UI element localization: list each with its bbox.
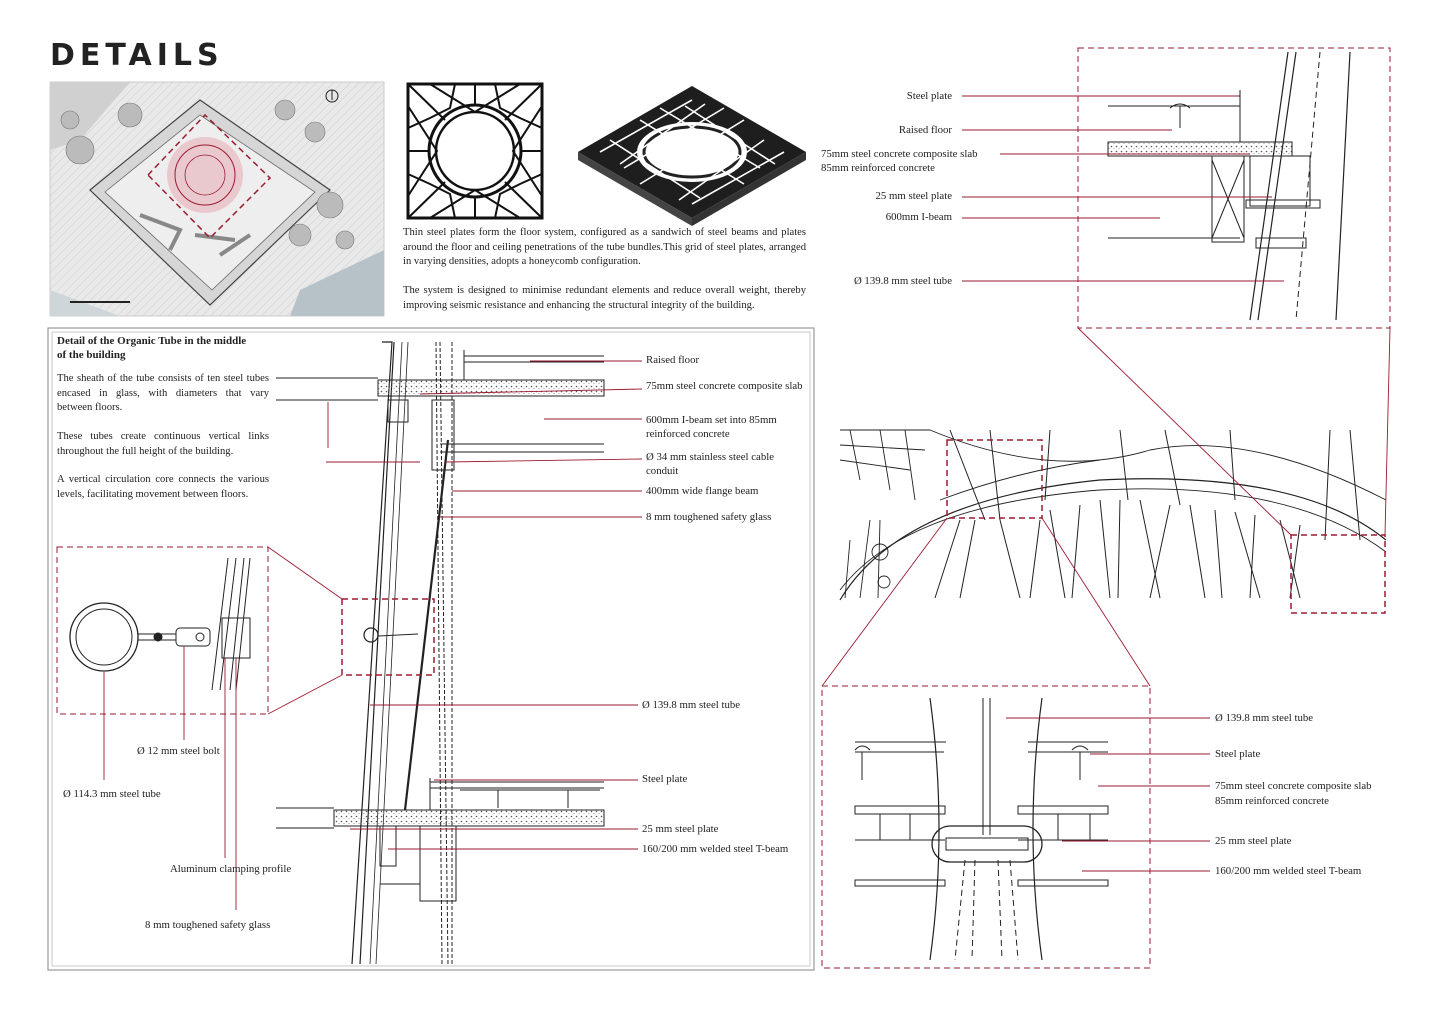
label-flange-beam: 400mm wide flange beam bbox=[646, 485, 759, 497]
tube-detail-paragraph-1: The sheath of the tube consists of ten s… bbox=[57, 373, 269, 414]
br-label-steel-plate: Steel plate bbox=[1215, 748, 1261, 760]
perspective-callout-right bbox=[1290, 534, 1386, 614]
floor-grid-plan bbox=[406, 82, 544, 220]
tube-detail-heading: Detail of the Organic Tube in the middle… bbox=[57, 335, 247, 361]
isometric-floor-grid bbox=[578, 86, 806, 226]
intro-paragraph-2: The system is designed to minimise redun… bbox=[403, 285, 806, 311]
label-raised-floor: Raised floor bbox=[646, 354, 700, 366]
label-steel-plate: Steel plate bbox=[642, 773, 688, 785]
label-clamping-profile: Aluminum clamping profile bbox=[170, 863, 292, 875]
br-label-25mm-plate: 25 mm steel plate bbox=[1215, 835, 1292, 847]
label-114-tube: Ø 114.3 mm steel tube bbox=[63, 788, 161, 800]
tube-detail-paragraph-3: A vertical circulation core connects the… bbox=[57, 474, 269, 500]
tube-detail-paragraph-2: These tubes create continuous vertical l… bbox=[57, 431, 269, 457]
br-label-slab: 75mm steel concrete composite slab bbox=[1215, 780, 1372, 792]
label-composite-slab: 75mm steel concrete composite slab bbox=[646, 380, 803, 392]
tube-section-drawing bbox=[276, 341, 605, 965]
br-label-tbeam: 160/200 mm welded steel T-beam bbox=[1215, 865, 1362, 877]
br-label-steel-tube: Ø 139.8 mm steel tube bbox=[1215, 712, 1314, 724]
tr-label-steel-plate: Steel plate bbox=[906, 90, 952, 102]
top-right-leaders bbox=[962, 95, 1284, 282]
tr-label-rc: 85mm reinforced concrete bbox=[821, 162, 935, 174]
label-ibeam: 600mm I-beam set into 85mm reinforced co… bbox=[646, 414, 777, 440]
bottom-right-detail-drawing bbox=[854, 697, 1109, 961]
intro-paragraph-1: Thin steel plates form the floor system,… bbox=[403, 227, 806, 268]
tr-label-steel-tube: Ø 139.8 mm steel tube bbox=[853, 275, 952, 287]
site-plan bbox=[49, 81, 385, 317]
main-detail-frame bbox=[47, 327, 815, 971]
label-steel-bolt: Ø 12 mm steel bolt bbox=[137, 745, 220, 757]
perspective-drawing bbox=[839, 429, 1387, 601]
tr-label-raised-floor: Raised floor bbox=[898, 124, 952, 136]
perspective-callout-left bbox=[946, 439, 1043, 519]
page-title: DETAILS bbox=[50, 38, 224, 73]
connection-inset-drawing bbox=[69, 557, 251, 691]
tr-label-ibeam: 600mm I-beam bbox=[885, 211, 952, 223]
label-inset-glass: 8 mm toughened safety glass bbox=[145, 919, 271, 931]
label-tbeam: 160/200 mm welded steel T-beam bbox=[642, 843, 789, 855]
label-safety-glass: 8 mm toughened safety glass bbox=[646, 511, 772, 523]
top-right-detail-frame bbox=[1077, 47, 1391, 329]
top-right-detail-drawing bbox=[1107, 51, 1351, 321]
label-cable-conduit: Ø 34 mm stainless steel cable conduit bbox=[646, 451, 775, 477]
br-label-rc: 85mm reinforced concrete bbox=[1215, 795, 1329, 807]
bottom-right-leaders bbox=[1006, 717, 1210, 872]
section-leaders bbox=[103, 360, 643, 910]
tr-label-25mm-plate: 25 mm steel plate bbox=[875, 190, 952, 202]
bottom-right-detail-frame bbox=[821, 685, 1151, 969]
tr-label-slab: 75mm steel concrete composite slab bbox=[821, 148, 978, 160]
label-steel-tube: Ø 139.8 mm steel tube bbox=[642, 699, 741, 711]
label-25mm-plate: 25 mm steel plate bbox=[642, 823, 719, 835]
